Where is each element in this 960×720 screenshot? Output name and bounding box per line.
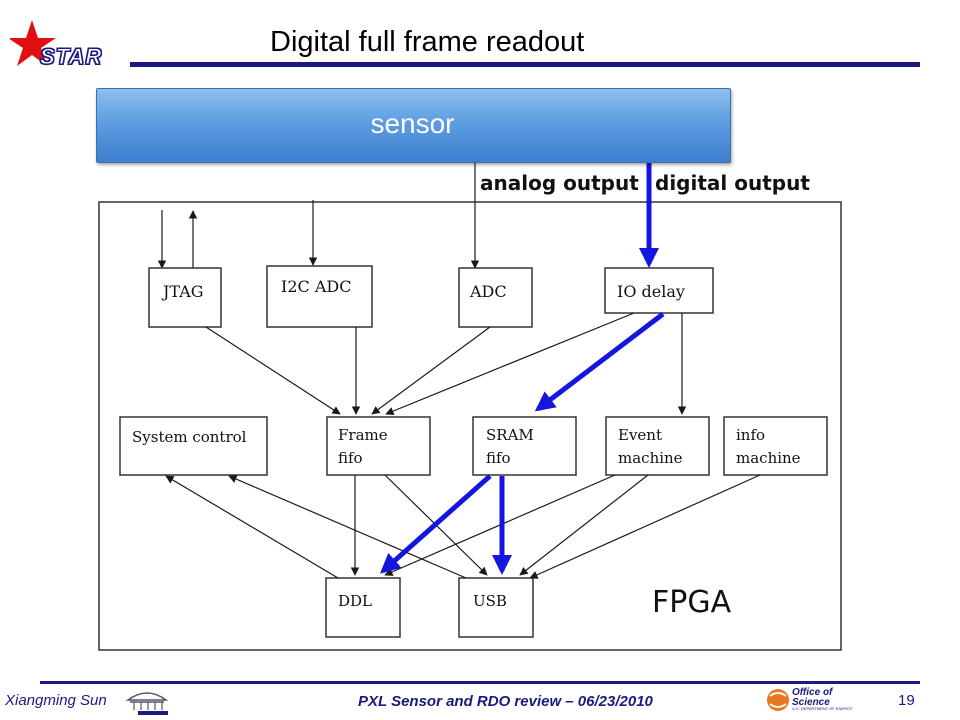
red-star-icon: [10, 20, 56, 66]
block-event-machine-label-2: machine: [618, 449, 683, 467]
block-sram-fifo-label-2: fifo: [486, 449, 511, 467]
block-system-control: System control: [119, 416, 268, 476]
fpga-container: [98, 201, 842, 651]
block-adc: ADC: [458, 267, 533, 328]
block-i2c-adc-label: I2C ADC: [281, 277, 351, 296]
page-number: 19: [898, 692, 915, 709]
block-sram-fifo-label-1: SRAM: [486, 426, 534, 444]
arrow-ddl-to-system-control: [165, 475, 339, 579]
digital-path-io-delay-to-sram: [534, 312, 665, 412]
footer-rule: [40, 681, 920, 684]
block-event-machine: Event machine: [605, 416, 710, 476]
block-jtag-label: JTAG: [161, 282, 204, 301]
block-info-machine-label-2: machine: [736, 449, 801, 467]
star-logo-text: STAR: [39, 44, 103, 70]
doe-office-of-science-logo: [767, 689, 789, 711]
block-i2c-adc: I2C ADC: [266, 265, 373, 328]
digital-output-label: digital output: [655, 171, 810, 195]
lab-building-logo: [125, 692, 169, 715]
block-ddl-label: DDL: [338, 592, 372, 610]
block-io-delay-label: IO delay: [617, 282, 685, 301]
footer-author: Xiangming Sun: [5, 692, 107, 709]
block-system-control-label: System control: [132, 428, 247, 446]
sensor-label: sensor: [370, 108, 455, 139]
analog-output-label: analog output: [480, 171, 639, 195]
block-usb: USB: [458, 577, 534, 638]
block-frame-fifo-label-2: fifo: [338, 449, 363, 467]
title-underline: [130, 62, 920, 67]
arrow-usb-to-system-control: [228, 475, 467, 579]
arrow-io-delay-to-frame-fifo: [385, 312, 635, 416]
arrow-info-machine-to-usb: [529, 474, 761, 579]
block-usb-label: USB: [473, 592, 507, 610]
doe-logo-text: Office of Science: [792, 688, 832, 708]
doe-logo-line-1: Office of: [792, 687, 833, 698]
footer-event: PXL Sensor and RDO review – 06/23/2010: [358, 693, 653, 710]
fpga-label: FPGA: [652, 585, 732, 620]
doe-logo-line-2: Science: [792, 697, 830, 708]
block-info-machine: info machine: [723, 416, 828, 476]
star-logo: [10, 20, 56, 66]
digital-path-sram-to-ddl: [380, 474, 492, 574]
arrow-adc-to-frame-fifo: [371, 326, 491, 415]
block-adc-label: ADC: [469, 282, 507, 301]
block-ddl: DDL: [325, 577, 401, 638]
block-frame-fifo: Frame fifo: [326, 416, 431, 476]
block-sram-fifo: SRAM fifo: [472, 416, 577, 476]
block-event-machine-label-1: Event: [618, 426, 662, 444]
doe-small-text: U.S. DEPARTMENT OF ENERGY: [792, 706, 853, 711]
block-frame-fifo-label-1: Frame: [338, 426, 388, 444]
arrow-jtag-to-frame-fifo: [205, 326, 341, 415]
block-io-delay: IO delay: [604, 267, 714, 314]
slide-title: Digital full frame readout: [270, 26, 585, 58]
block-info-machine-label-1: info: [736, 426, 765, 444]
block-jtag: JTAG: [148, 267, 222, 328]
arrow-event-machine-to-usb: [519, 474, 649, 576]
sensor-block: [96, 88, 731, 163]
